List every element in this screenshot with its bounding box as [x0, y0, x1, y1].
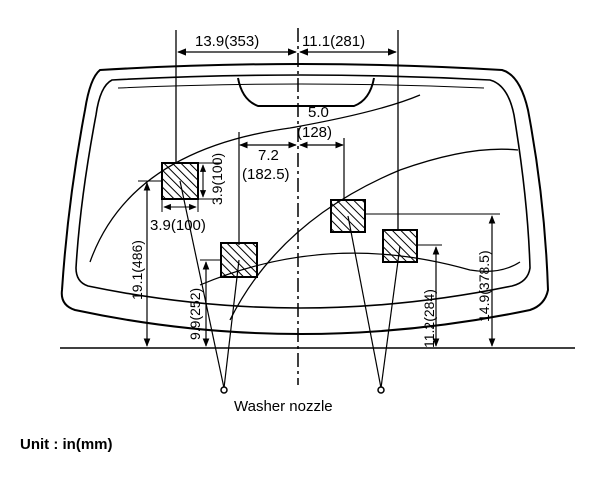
leader-left-1	[179, 180, 225, 389]
washer-nozzle-label: Washer nozzle	[234, 398, 333, 415]
dim-mid-offset-top: 7.2	[258, 147, 279, 164]
mirror-base	[237, 77, 375, 107]
dim-height-right: 14.9(378.5)	[476, 250, 492, 322]
windshield-inner	[75, 74, 531, 309]
leader-right-2	[380, 245, 401, 389]
dim-height-left: 19.1(486)	[129, 240, 145, 300]
unit-label: Unit : in(mm)	[20, 436, 112, 453]
dim-center-offset-top: 5.0	[308, 104, 329, 121]
dim-box-height: 3.9(100)	[209, 153, 225, 205]
dim-top-left: 13.9(353)	[195, 33, 259, 50]
wiper-arc-right	[229, 148, 519, 321]
leader-left-2	[223, 259, 240, 389]
dim-mid-offset-bottom: (182.5)	[242, 166, 290, 183]
windshield-outer	[60, 63, 550, 335]
dim-center-offset-bottom: (128)	[297, 124, 332, 141]
windshield-border-line	[117, 83, 485, 89]
nozzle-marker-left	[220, 386, 228, 394]
wiper-arc-left	[89, 94, 421, 263]
dim-box-width: 3.9(100)	[150, 217, 206, 234]
dim-height-right-low: 11.2(284)	[421, 289, 437, 348]
dim-height-left-low: 9.9(252)	[187, 288, 203, 340]
nozzle-marker-right	[377, 386, 385, 394]
dim-top-right: 11.1(281)	[302, 33, 365, 50]
leader-right-1	[347, 215, 382, 389]
